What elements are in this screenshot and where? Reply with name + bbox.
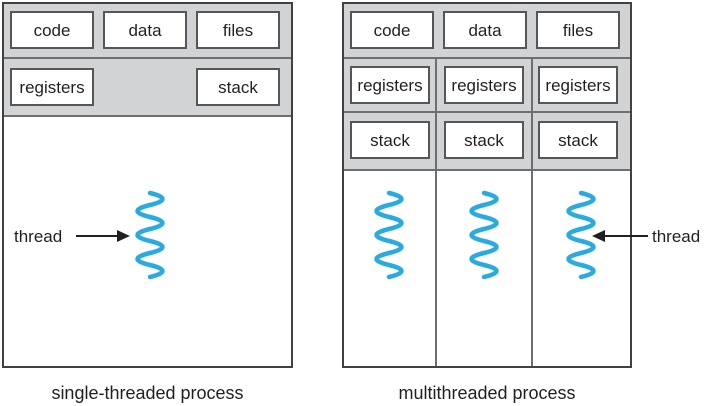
- thread-arrow-head-left: [117, 230, 130, 242]
- thread-label-right: thread: [652, 227, 701, 246]
- thread-column-divider-2: [531, 59, 533, 366]
- registers-label: registers: [19, 77, 85, 97]
- files-label: files: [222, 20, 254, 40]
- code-label: code: [373, 20, 411, 40]
- stack-label: stack: [218, 77, 258, 97]
- caption-multithreaded: multithreaded process: [398, 383, 576, 403]
- stack-box-thread3: stack: [538, 121, 618, 159]
- thread-squiggle-path: [374, 190, 404, 280]
- thread-squiggle-path: [566, 190, 596, 280]
- stack-label: stack: [464, 130, 504, 150]
- files-box: files: [196, 11, 280, 49]
- stack-label: stack: [370, 130, 410, 150]
- files-box: files: [536, 11, 620, 49]
- registers-box: registers: [10, 68, 94, 106]
- registers-box-thread3: registers: [538, 66, 618, 104]
- stack-box-thread1: stack: [350, 121, 430, 159]
- registers-band: registers registers registers: [344, 59, 630, 113]
- data-box: data: [443, 11, 527, 49]
- caption-single-threaded: single-threaded process: [51, 383, 244, 403]
- stacks-band: stack stack stack: [344, 113, 630, 171]
- data-label: data: [468, 20, 502, 40]
- thread-squiggle-3: [566, 190, 596, 280]
- registers-label: registers: [545, 75, 611, 95]
- code-box: code: [350, 11, 434, 49]
- registers-box-thread1: registers: [350, 66, 430, 104]
- registers-stack-band: registers stack: [4, 59, 291, 117]
- data-box: data: [103, 11, 187, 49]
- thread-squiggle-1: [374, 190, 404, 280]
- code-box: code: [10, 11, 94, 49]
- registers-label: registers: [357, 75, 423, 95]
- stack-box: stack: [196, 68, 280, 106]
- multithreaded-process-box: code data files registers registers regi…: [342, 2, 632, 368]
- memory-band-code-data-files: code data files: [4, 4, 291, 59]
- files-label: files: [562, 20, 594, 40]
- thread-column-divider-1: [435, 59, 437, 366]
- thread-squiggle-path: [135, 190, 165, 280]
- data-label: data: [128, 20, 162, 40]
- thread-arrow-head-right: [592, 230, 605, 242]
- thread-squiggle: [135, 190, 165, 280]
- thread-squiggle-2: [469, 190, 499, 280]
- thread-arrow-line-right: [604, 235, 648, 237]
- memory-band-code-data-files: code data files: [344, 4, 630, 59]
- thread-squiggle-path: [469, 190, 499, 280]
- single-threaded-process-box: code data files registers stack: [2, 2, 293, 368]
- registers-box-thread2: registers: [444, 66, 524, 104]
- thread-arrow-line-left: [76, 235, 118, 237]
- registers-label: registers: [451, 75, 517, 95]
- stack-label: stack: [558, 130, 598, 150]
- thread-label-left: thread: [14, 227, 63, 246]
- code-label: code: [33, 20, 71, 40]
- stack-box-thread2: stack: [444, 121, 524, 159]
